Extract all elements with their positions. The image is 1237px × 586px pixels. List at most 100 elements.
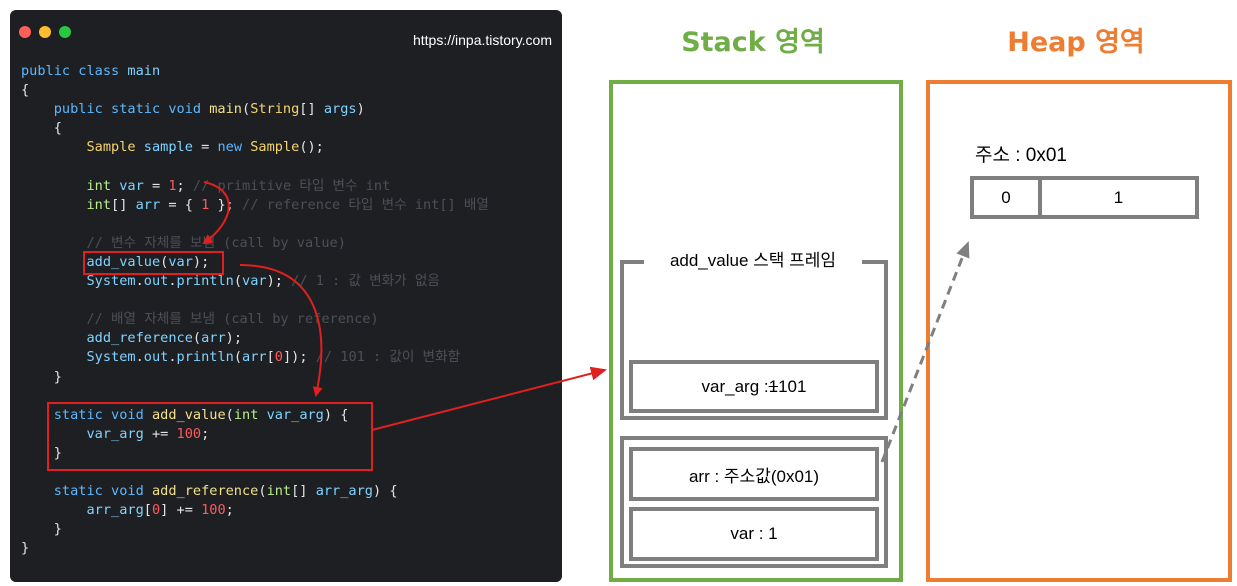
var-pass-arrow <box>202 181 230 245</box>
code-token: [ <box>266 349 275 366</box>
code-block: public class main{ public static void ma… <box>21 62 489 558</box>
code-token: } <box>21 368 62 385</box>
code-token: int <box>233 406 267 423</box>
window-close-dot[interactable] <box>19 26 31 38</box>
code-line: } <box>21 444 489 463</box>
var-cell-label: var : 1 <box>730 524 778 543</box>
code-line: public class main <box>21 62 489 81</box>
code-token: Sample <box>86 139 144 156</box>
arr-cell: arr : 주소값(0x01) <box>629 447 879 501</box>
var-arg-old-value: 1 <box>768 376 779 396</box>
code-token: 0 <box>151 502 161 519</box>
code-token: (); <box>299 139 324 156</box>
code-line: add_reference(arr); <box>21 329 489 348</box>
add-value-stack-frame <box>620 260 888 420</box>
code-token: ) { <box>372 483 398 500</box>
code-token: System <box>86 349 136 366</box>
code-token: ; <box>176 177 193 194</box>
code-token: // 101 : 값이 변화함 <box>315 349 461 366</box>
heap-area <box>926 80 1232 582</box>
window-maximize-dot[interactable] <box>59 26 71 38</box>
heap-title: Heap 영역 <box>1007 27 1145 58</box>
heap-reference-arrow <box>880 241 970 463</box>
code-token: public class <box>21 63 128 79</box>
code-line: int var = 1; // primitive 타입 변수 int <box>21 177 489 196</box>
code-token: ] += <box>160 502 202 519</box>
code-token: // 1 : 값 변화가 없음 <box>291 273 440 290</box>
code-token: new <box>217 139 251 156</box>
code-token: out <box>143 273 169 290</box>
code-token: = { <box>160 196 202 213</box>
code-token: [] <box>291 483 316 500</box>
method-call-arrow <box>239 264 323 397</box>
code-token: System <box>86 273 136 290</box>
add-value-method-highlight <box>47 402 373 471</box>
code-line: static void add_reference(int[] arr_arg)… <box>21 482 489 501</box>
window-minimize-dot[interactable] <box>39 26 51 38</box>
code-token: sample <box>143 139 193 156</box>
code-token: var <box>119 177 144 194</box>
main-stack-frame <box>620 436 888 568</box>
code-token: ); <box>192 253 210 270</box>
stack-frame-arrow <box>371 366 607 431</box>
code-token: var_arg <box>86 425 144 442</box>
code-token: int <box>86 196 112 213</box>
code-token: [ <box>143 502 152 519</box>
code-line: public static void main(String[] args) <box>21 100 489 119</box>
code-token: main <box>127 63 161 79</box>
code-token: arr_arg <box>315 483 373 500</box>
code-line: var_arg += 100; <box>21 425 489 444</box>
code-token: = <box>192 139 218 156</box>
heap-array-index: 0 <box>1001 187 1011 207</box>
code-token: Sample <box>250 139 300 156</box>
code-token: static void <box>53 483 152 500</box>
var-arg-new-value: 101 <box>778 376 807 396</box>
code-token: ( <box>242 101 251 118</box>
code-token: ; <box>201 425 210 442</box>
code-token: } <box>21 540 30 557</box>
code-token: out <box>143 349 169 366</box>
code-token: ; <box>225 502 234 519</box>
code-token: // reference 타입 변수 int[] 배열 <box>242 196 489 213</box>
code-token: ]); <box>282 349 316 366</box>
code-line: System.out.println(arr[0]); // 101 : 값이 … <box>21 348 489 367</box>
code-token: [] <box>299 101 324 118</box>
add-value-call-highlight <box>83 251 224 275</box>
heap-array-value-cell: 1 <box>1038 176 1199 219</box>
code-token: 1 <box>168 177 177 194</box>
code-token: } <box>21 444 62 461</box>
code-token: ( <box>258 483 267 500</box>
stack-title: Stack 영역 <box>681 27 825 58</box>
code-token: 100 <box>176 425 202 442</box>
var-arg-cell: var_arg : 1 101 <box>629 360 879 413</box>
code-token: public static void <box>53 101 210 118</box>
code-token: var_arg <box>266 406 324 423</box>
code-token: ( <box>233 349 243 366</box>
code-token: . <box>135 349 144 366</box>
code-token: { <box>21 82 30 99</box>
code-token: = <box>143 177 169 194</box>
code-token: arr <box>135 196 161 213</box>
code-token: 1 <box>201 196 210 213</box>
code-token: ); <box>266 273 292 290</box>
code-token: var <box>168 253 193 270</box>
code-line: } <box>21 368 489 387</box>
code-token: String <box>250 101 300 118</box>
code-line: arr_arg[0] += 100; <box>21 501 489 520</box>
code-token: args <box>323 101 357 118</box>
code-line: { <box>21 119 489 138</box>
code-line: Sample sample = new Sample(); <box>21 138 489 157</box>
code-token: add_value <box>151 406 226 423</box>
code-token: ( <box>233 273 243 290</box>
add-value-frame-label: add_value 스택 프레임 <box>669 251 837 270</box>
code-token: arr <box>201 330 226 347</box>
code-token: static void <box>53 406 152 423</box>
code-token: println <box>176 349 234 366</box>
code-token: . <box>135 273 144 290</box>
code-line: { <box>21 81 489 100</box>
code-token: ) { <box>323 406 349 423</box>
code-line: } <box>21 520 489 539</box>
code-line: System.out.println(var); // 1 : 값 변화가 없음 <box>21 272 489 291</box>
frame-border-segment <box>862 260 888 264</box>
code-token: ( <box>225 406 234 423</box>
